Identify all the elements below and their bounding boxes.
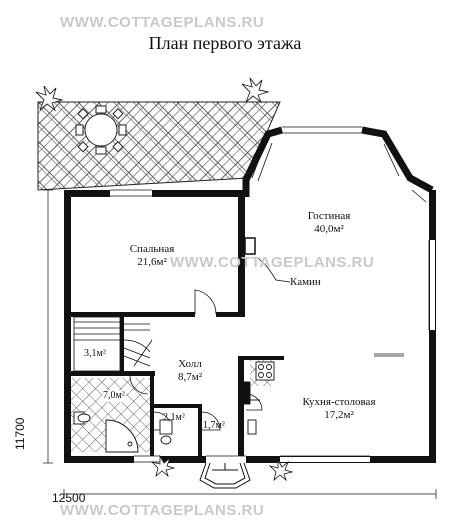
dimension-width: 12500 <box>52 491 86 505</box>
staircase <box>73 316 153 372</box>
bedroom-area: 21,6м² <box>137 256 167 268</box>
dimension-lines <box>43 189 437 499</box>
plant-left <box>35 85 64 112</box>
bath-fixtures <box>73 411 257 453</box>
fireplace-leader <box>257 257 291 283</box>
kitchen-name: Кухня-столовая <box>302 396 376 408</box>
terrace-table <box>75 105 127 155</box>
entrance-plants <box>150 454 294 482</box>
fireplace-label: Камин <box>290 276 321 288</box>
bottom-window-gap <box>280 457 370 462</box>
entrance-porch <box>199 462 251 489</box>
watermark-top: WWW.COTTAGEPLANS.RU <box>60 14 265 31</box>
living-label: Гостиная 40,0м² <box>294 210 364 236</box>
vestibule-area-label: 1,7м² <box>203 420 225 431</box>
dimension-height: 11700 <box>13 417 27 450</box>
kitchen-area: 17,2м² <box>324 409 354 421</box>
bedroom-label: Спальная 21,6м² <box>120 243 184 269</box>
storage-area-label: 3,1м² <box>84 348 106 359</box>
fireplace <box>244 237 256 255</box>
plan-title: План первого этажа <box>148 33 302 53</box>
right-window-gap <box>430 240 435 330</box>
living-name: Гостиная <box>307 210 351 222</box>
plant-right <box>241 77 270 104</box>
hall-label: Холл 8,7м² <box>160 358 220 384</box>
wc-area-label: 2,1м² <box>163 412 185 423</box>
living-area: 40,0м² <box>314 223 344 235</box>
hall-area: 8,7м² <box>177 371 202 383</box>
watermark-bottom: WWW.COTTAGEPLANS.RU <box>60 502 265 519</box>
watermark-middle: WWW.COTTAGEPLANS.RU <box>170 254 375 271</box>
hall-name: Холл <box>178 358 202 370</box>
kitchen-label: Кухня-столовая 17,2м² <box>284 396 394 422</box>
bedroom-name: Спальная <box>129 243 175 255</box>
bath-area-label: 7,0м² <box>102 390 126 402</box>
kitchen-fixtures <box>243 361 275 405</box>
interior-walls <box>71 197 284 456</box>
bay-walls <box>242 126 434 197</box>
